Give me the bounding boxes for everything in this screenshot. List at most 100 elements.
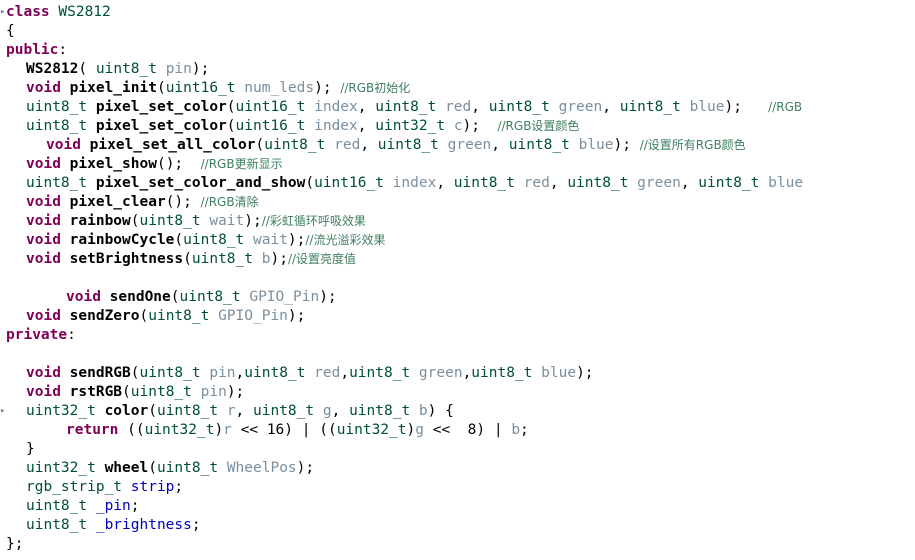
code-token: ( [255,137,265,153]
code-line[interactable]: private: [6,326,76,345]
code-token: c [453,118,463,134]
code-line[interactable]: void rainbowCycle(uint8_t wait);//流光溢彩效果 [26,231,385,250]
code-token [61,156,70,172]
code-token: b [261,251,271,267]
code-line[interactable]: public: [6,41,67,60]
code-token: pixel_set_all_color [89,137,256,153]
code-token: WheelPos [226,460,297,476]
code-token: void [26,80,61,96]
code-token: void [26,365,61,381]
code-token: rainbow [69,213,131,229]
code-token: sendRGB [69,365,131,381]
code-token: blue [541,365,577,381]
code-token: ) | (( [284,422,337,438]
code-token [384,175,393,191]
code-token [410,365,419,381]
code-line[interactable]: void sendZero(uint8_t GPIO_Pin); [26,307,305,326]
code-token [61,308,70,324]
code-line[interactable]: uint32_t wheel(uint8_t WheelPos); [26,459,314,478]
code-token: , [331,403,350,419]
code-token: _pin [95,498,131,514]
code-token: ); [724,99,769,115]
code-token [550,99,559,115]
code-token: : [58,42,68,58]
code-line[interactable]: class WS2812 [6,3,111,22]
code-token: ); [314,80,341,96]
code-token [87,517,96,533]
code-token: , [436,175,454,191]
code-line[interactable]: uint32_t color(uint8_t r, uint8_t g, uin… [26,402,454,421]
code-token: index [392,175,437,191]
code-token: pixel_set_color [95,99,227,115]
code-token: ; [174,479,184,495]
code-token [305,365,314,381]
code-line[interactable]: void pixel_set_all_color(uint8_t red, ui… [46,136,746,155]
code-token: , [235,403,254,419]
code-token: uint8_t [349,403,411,419]
code-token: ( [183,251,192,267]
code-token: uint8_t [567,175,629,191]
code-token: uint8_t [253,403,315,419]
code-token: ( [305,175,315,191]
code-token: , [462,365,472,381]
code-token [532,365,541,381]
code-token: uint32_t [26,403,96,419]
code-token: red [334,137,361,153]
code-token: void [46,137,81,153]
code-token: ; [191,517,201,533]
code-line[interactable]: WS2812( uint8_t pin); [26,60,209,79]
code-line[interactable]: void sendRGB(uint8_t pin,uint8_t red,uin… [26,364,594,383]
code-token: , [360,137,378,153]
code-token: ( [156,80,166,96]
code-line[interactable]: uint8_t pixel_set_color_and_show(uint16_… [26,174,803,193]
code-token: void [26,251,61,267]
fold-marker-icon[interactable]: ▸ [0,7,6,17]
code-token: sendOne [109,289,171,305]
fold-marker-icon[interactable]: ▸ [0,406,6,416]
code-token: void [26,308,61,324]
code-line[interactable]: { [6,22,15,41]
code-line[interactable]: void rstRGB(uint8_t pin); [26,383,244,402]
code-line[interactable]: void sendOne(uint8_t GPIO_Pin); [66,288,337,307]
code-line[interactable]: void pixel_show(); //RGB更新显示 [26,155,283,174]
code-token [61,194,70,210]
code-line[interactable]: void pixel_clear(); //RGB清除 [26,193,259,212]
code-token: void [26,232,61,248]
code-token: ); [287,232,306,248]
code-line[interactable]: uint8_t pixel_set_color(uint16_t index, … [26,98,802,117]
code-token: , [357,118,376,134]
code-token: wheel [104,460,149,476]
code-line[interactable]: void pixel_init(uint16_t num_leds); //RG… [26,79,410,98]
code-line[interactable]: uint8_t _brightness; [26,516,201,535]
code-token [61,232,70,248]
code-token: ; [130,498,140,514]
code-token: 16 [266,422,285,438]
code-token: color [104,403,149,419]
code-token [101,289,110,305]
code-token: uint8_t [26,498,88,514]
code-line[interactable]: return ((uint32_t)r << 16) | ((uint32_t)… [66,421,529,440]
code-line[interactable]: void setBrightness(uint8_t b);//设置亮度值 [26,250,356,269]
code-token: green [447,137,492,153]
code-line[interactable]: rgb_strip_t strip; [26,478,183,497]
code-line[interactable]: uint8_t pixel_set_color(uint16_t index, … [26,117,579,136]
code-token: index [314,99,358,115]
code-token: uint8_t [139,213,201,229]
code-token: ( [78,61,96,77]
code-token: ( [130,213,140,229]
code-token: uint8_t [130,384,192,400]
code-token: return [66,422,119,438]
code-line[interactable]: void rainbow(uint8_t wait);//彩虹循环呼吸效果 [26,212,366,231]
code-line[interactable]: } [26,440,35,459]
code-token: ); [226,384,245,400]
code-token: uint8_t [508,137,570,153]
code-line[interactable]: uint8_t _pin; [26,497,140,516]
code-token: //彩虹循环呼吸效果 [261,214,366,228]
code-token: , [680,175,699,191]
code-token: ); [296,460,315,476]
code-token: rstRGB [69,384,123,400]
code-line[interactable]: }; [6,535,23,554]
code-token: ); [191,61,210,77]
code-token: setBrightness [69,251,184,267]
